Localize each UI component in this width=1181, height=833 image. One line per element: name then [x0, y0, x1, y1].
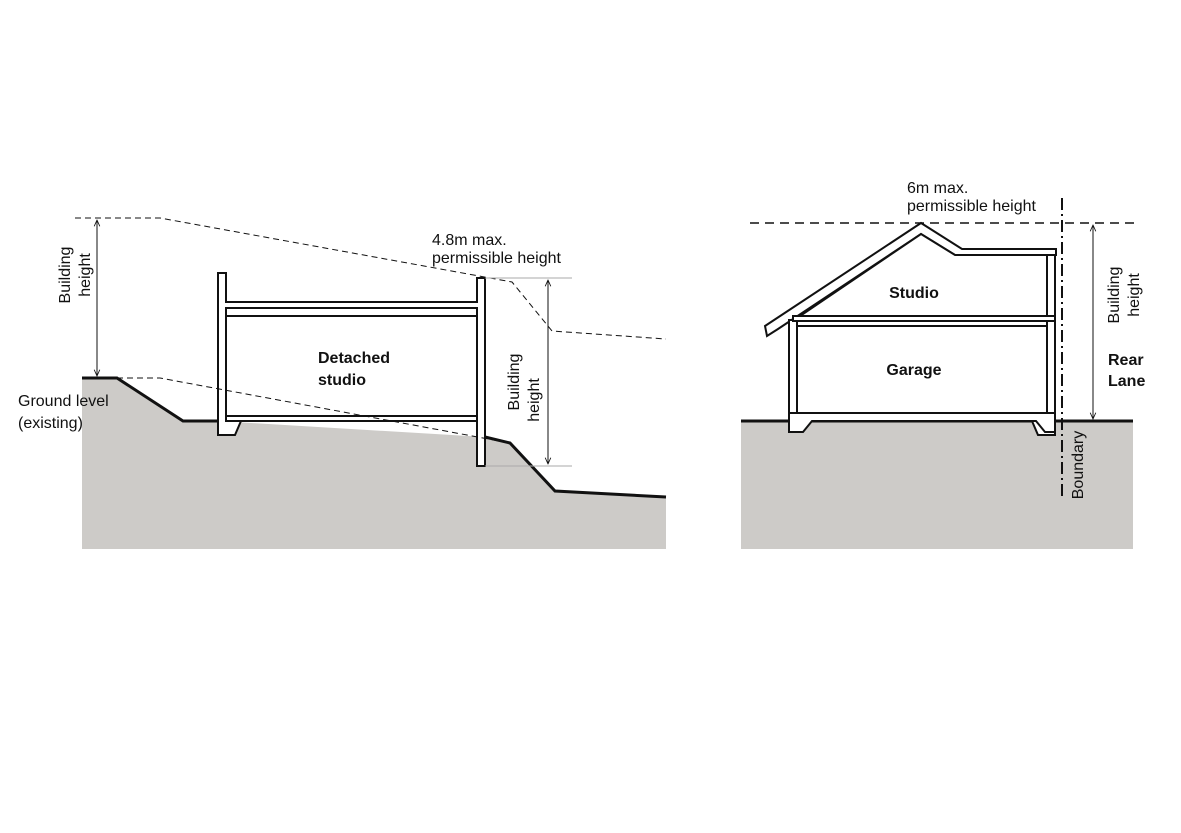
max-height-label: 4.8m max.	[432, 232, 507, 249]
building-height-label-2: height	[77, 253, 94, 297]
building-height-label-right: Building	[506, 354, 523, 411]
building-height-label-right-2: height	[526, 378, 543, 422]
max-height-envelope-line	[75, 217, 667, 340]
garage-label: Garage	[886, 362, 941, 379]
garage-studio-building	[763, 221, 1057, 436]
left-ground-line-lower	[484, 435, 667, 499]
max-height-label-right-2: permissible height	[907, 198, 1037, 215]
ground-projection-line	[117, 377, 511, 444]
detached-studio-label: Detached	[318, 350, 390, 367]
rear-lane-label-2: Lane	[1108, 373, 1145, 390]
left-ground-line	[82, 376, 220, 423]
building-height-label-rh-2: height	[1126, 273, 1143, 317]
left-ground	[82, 378, 666, 549]
studio-label: Studio	[889, 285, 939, 302]
max-height-label-right: 6m max.	[907, 180, 968, 197]
rear-lane-label: Rear	[1108, 352, 1144, 369]
ground-level-label: Ground level	[18, 393, 109, 410]
detached-studio-label-2: studio	[318, 372, 366, 389]
max-height-label-2: permissible height	[432, 250, 562, 267]
boundary-label: Boundary	[1070, 431, 1087, 500]
right-ground	[741, 421, 1133, 549]
left-section: 4.8m max. permissible height Building he…	[18, 217, 667, 549]
ground-level-label-2: (existing)	[18, 415, 83, 432]
building-height-label-rh: Building	[1106, 267, 1123, 324]
right-section: 6m max. permissible height Building heig…	[741, 180, 1145, 549]
building-height-label: Building	[57, 247, 74, 304]
